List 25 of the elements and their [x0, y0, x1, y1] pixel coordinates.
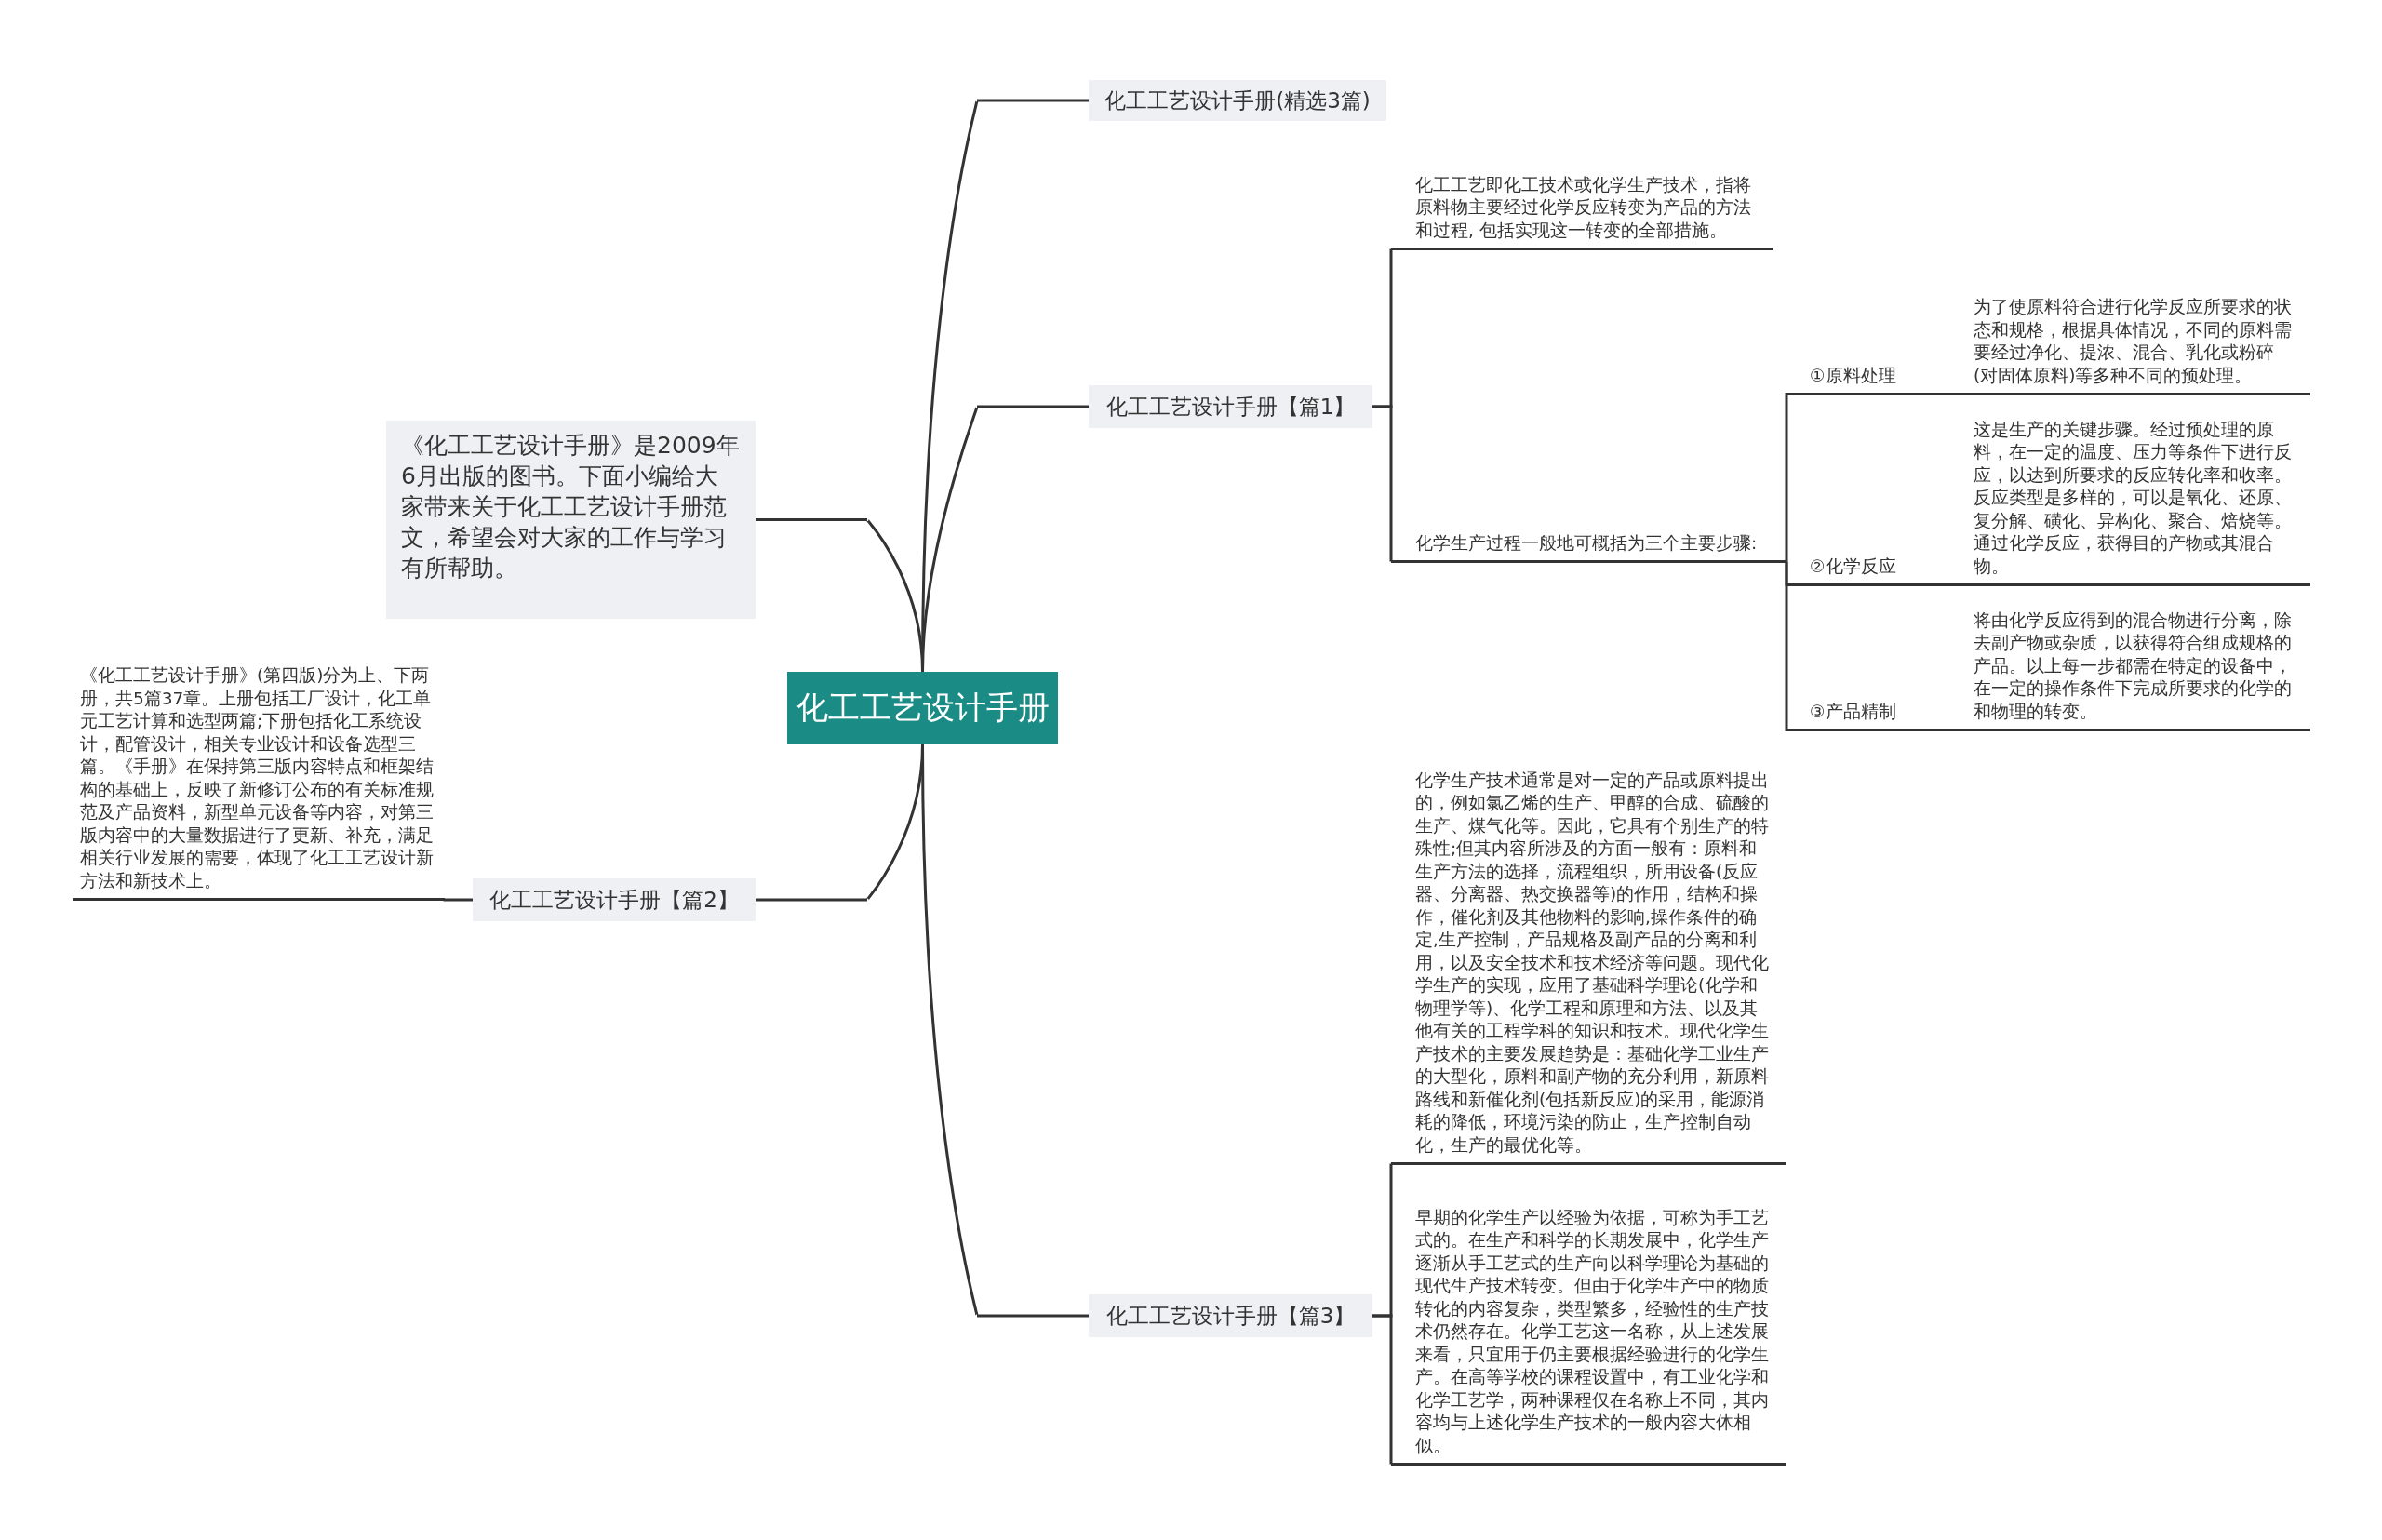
- branch-box: 化工工艺设计手册【篇2】: [473, 878, 756, 921]
- connector-line: [921, 744, 1089, 1318]
- underlined-text: 化学生产技术通常是对一定的产品或原料提出的，例如氯乙烯的生产、甲醇的合成、硫酸的生产、煤气化等。因此，它具有个别生产的特殊性;但其内容所涉及的方面一般有：原料和生产方法的选择，流程组织，所用设备(反应器、分离器、热交换器等)的作用，结构和操作，催化剂及其他物料的影响,操作条件的确定,生产控制，产品规格及副产品的分离和利用，以及安全技术和技术经济等问题。现代化学生产的实现，应用了基础科学理论(化学和物理学等)、化学工程和原理和方法、以及其他有关的工程学科的知识和技术。现代化学生产技术的主要发展趋势是：基础化学工业生产的大型化，原料和副产物的充分利用，新原料路线和新催化剂(包括新反应)的采用，能源消耗的降低，环境污染的防止，生产控制自动化，生产的最优化等。: [1391, 763, 1786, 1165]
- connector-line: [443, 898, 473, 902]
- connector-line: [1372, 1314, 1393, 1466]
- connector-line: [1785, 393, 1789, 563]
- connector-line: [1372, 405, 1393, 563]
- topic-box: 化工工艺设计手册: [787, 672, 1058, 744]
- underlined-text: 化工工艺即化工技术或化学生产技术，指将原料物主要经过化学反应转变为产品的方法和过程, 包括实现这一转变的全部措施。: [1391, 160, 1773, 250]
- connector-line: [1938, 583, 1949, 586]
- connector-line: [756, 518, 924, 673]
- branch-box: 化工工艺设计手册(精选3篇): [1089, 80, 1386, 121]
- connector-line: [1785, 560, 1789, 731]
- connector-line: [1938, 729, 1949, 731]
- note-box: 《化工工艺设计手册》是2009年6月出版的图书。下面小编给大家带来关于化工工艺设计手册范文，希望会对大家的工作与学习有所帮助。: [386, 421, 756, 619]
- underlined-text: 《化工工艺设计手册》(第四版)分为上、下两册，共5篇37章。上册包括工厂设计，化工单元工艺计算和选型两篇;下册包括化工系统设计，配管设计，相关专业设计和设备选型三篇。《手册》在保持第三版内容特点和框架结构的基础上，反映了新修订公布的有关标准规范及产品资料，新型单元设备等内容，对第三版内容中的大量数据进行了更新、补充，满足相关行业发展的需要，体现了化工工艺设计新方法和新技术上。: [73, 651, 445, 901]
- branch-box: 化工工艺设计手册【篇1】: [1089, 385, 1372, 428]
- underlined-text: 为了使原料符合进行化学反应所要求的状态和规格，根据具体情况，不同的原料需要经过净化、提浓、混合、乳化或粉碎(对固体原料)等多种不同的预处理。: [1949, 279, 2310, 395]
- underlined-text: ①原料处理: [1789, 354, 1940, 395]
- underlined-text: 化学生产过程一般地可概括为三个主要步骤:: [1391, 521, 1786, 563]
- underlined-text: 早期的化学生产以经验为依据，可称为手工艺式的。在生产和科学的长期发展中，化学生产逐渐从手工艺式的生产向以科学理论为基础的现代生产技术转变。但由于化学生产中的物质转化的内容复杂，类型繁多，经验性的生产技术仍然存在。化学工艺这一名称，从上述发展来看，只宜用于仍主要根据经验进行的化学生产。在高等学校的课程设置中，有工业化学和化学工艺学，两种课程仅在名称上不同，其内容均与上述化学生产技术的一般内容大体相似。: [1391, 1187, 1786, 1466]
- connector-line: [1938, 393, 1949, 395]
- underlined-text: ②化学反应: [1789, 544, 1940, 586]
- underlined-text: ③产品精制: [1789, 690, 1940, 731]
- branch-box: 化工工艺设计手册【篇3】: [1089, 1294, 1372, 1337]
